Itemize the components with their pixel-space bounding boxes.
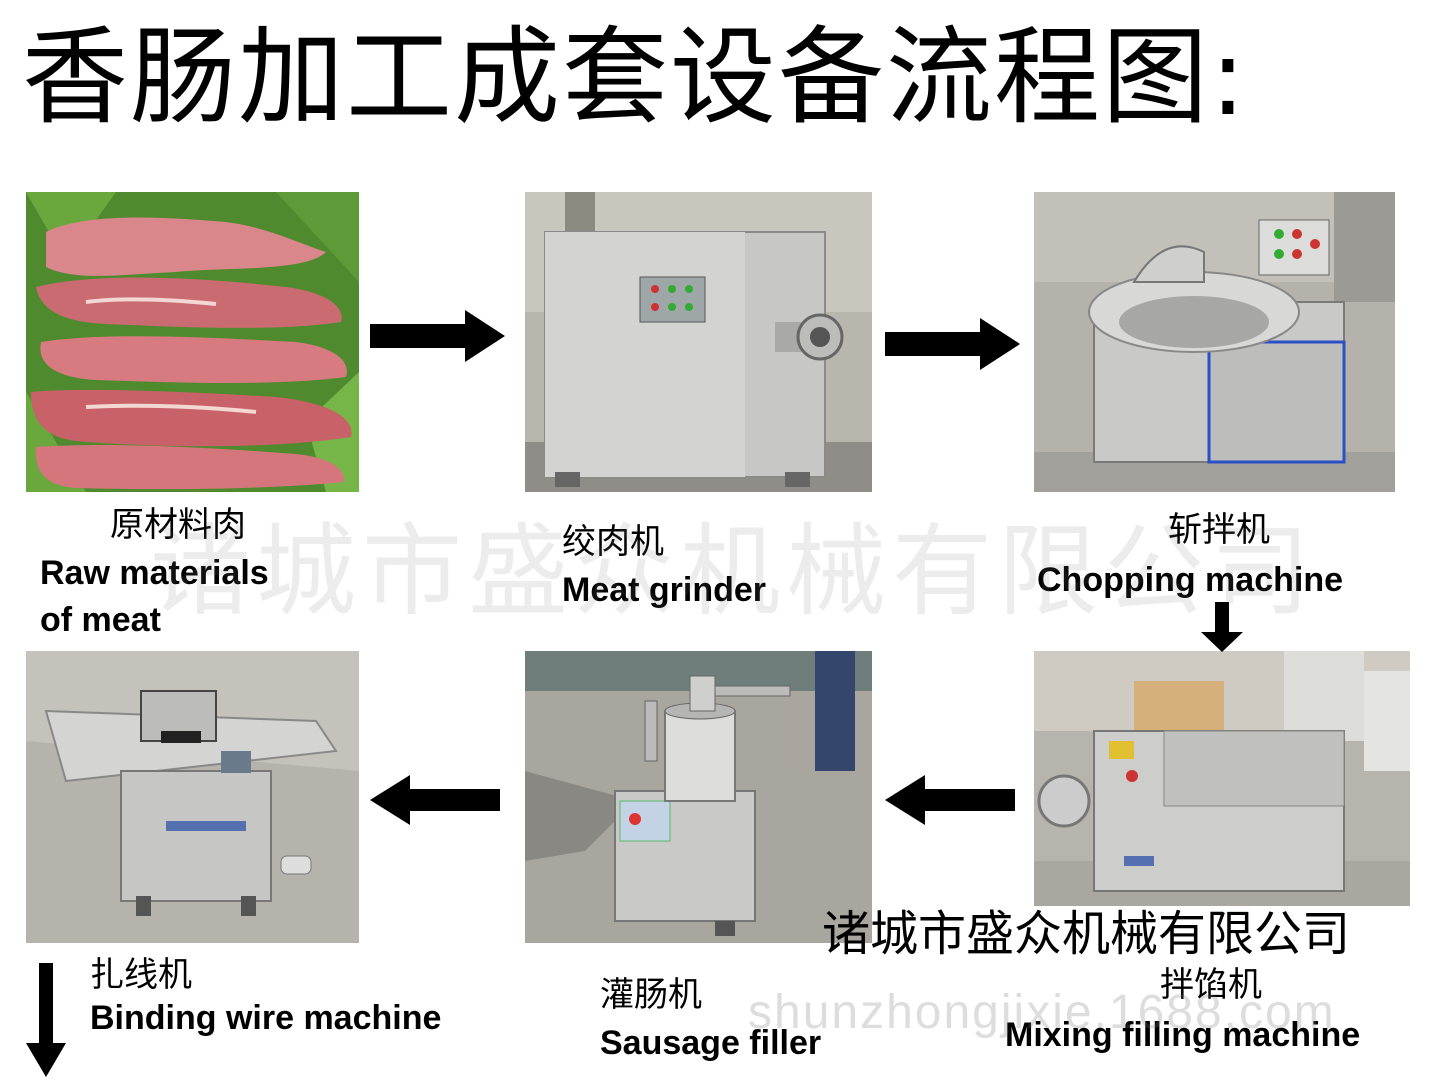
step-1-en-label-line1: Raw materials	[40, 554, 269, 592]
arrow-left-2	[370, 775, 500, 825]
meat-grinder-photo	[525, 192, 872, 492]
step-6-cn-label: 扎线机	[90, 955, 192, 995]
step-2-en-label: Meat grinder	[562, 571, 767, 609]
step-4-en-label: Mixing filling machine	[1005, 1016, 1361, 1054]
step-1-en-label-line2: of meat	[40, 601, 161, 639]
sausage-filler-photo	[525, 651, 872, 943]
binding-wire-machine-photo	[26, 651, 359, 943]
step-4-cn-label: 拌馅机	[1160, 965, 1262, 1005]
chopping-machine-photo	[1034, 192, 1395, 492]
page-title: 香肠加工成套设备流程图:	[22, 16, 1248, 139]
raw-meat-photo	[26, 192, 359, 492]
step-5-cn-label: 灌肠机	[600, 975, 702, 1015]
step-3-cn-label: 斩拌机	[1168, 510, 1270, 550]
mixing-filling-machine-photo	[1034, 651, 1410, 906]
arrow-down-2	[26, 963, 66, 1077]
arrow-right-1	[370, 310, 505, 362]
step-5-en-label: Sausage filler	[600, 1024, 822, 1062]
arrow-right-2	[885, 318, 1020, 370]
company-name: 诸城市盛众机械有限公司	[822, 906, 1351, 962]
step-3-en-label: Chopping machine	[1037, 561, 1343, 599]
step-2-cn-label: 绞肉机	[562, 522, 664, 562]
arrow-down-1	[1201, 602, 1243, 652]
arrow-left-1	[885, 775, 1015, 825]
step-1-cn-label: 原材料肉	[110, 505, 246, 545]
step-6-en-label: Binding wire machine	[90, 999, 442, 1037]
